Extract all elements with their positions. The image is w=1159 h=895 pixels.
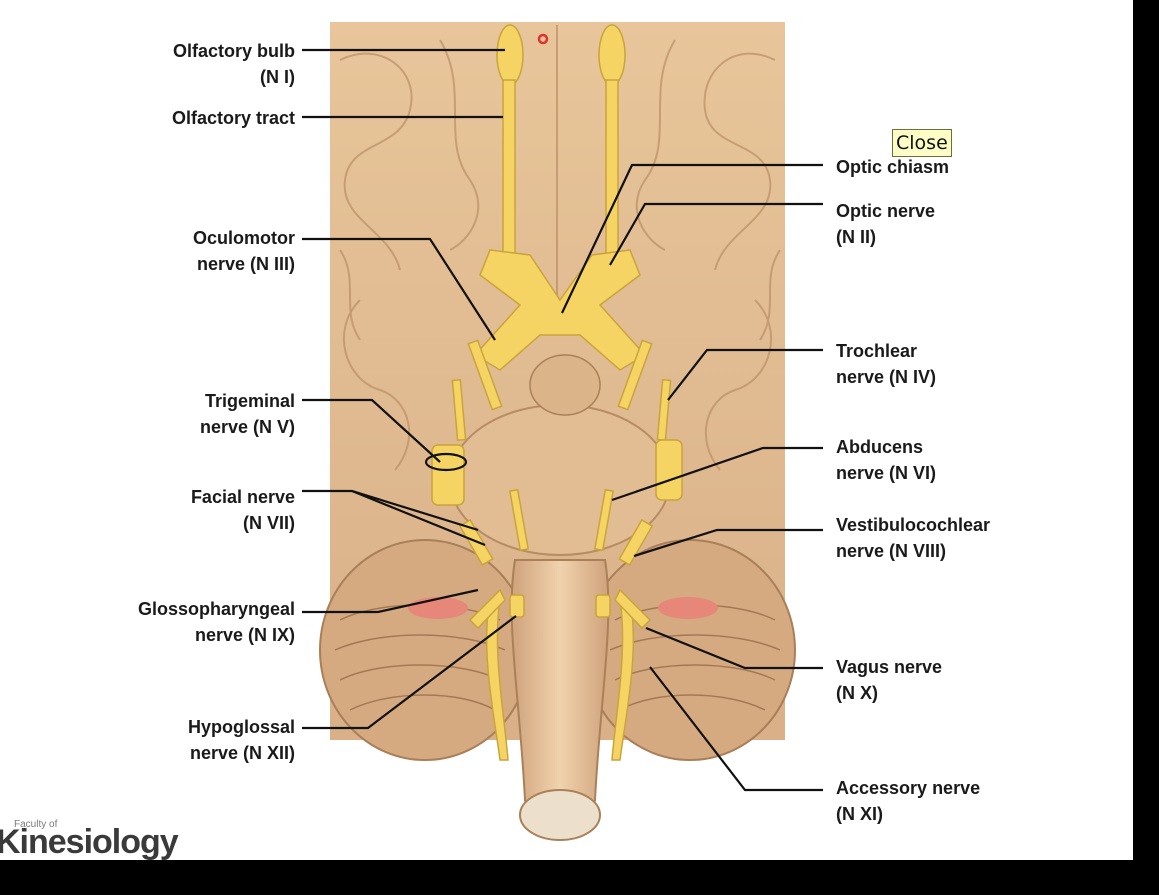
gyri — [339, 25, 781, 471]
pointer-marker — [537, 33, 549, 45]
label-olfactory-tract: Olfactory tract — [171, 108, 295, 128]
close-tooltip[interactable]: Close — [892, 129, 952, 157]
label-optic-nerve: Optic nerve(N II) — [836, 201, 936, 247]
logo-main-text: Kinesiology — [0, 823, 179, 860]
slide: Olfactory bulb(N I) Olfactory tract Ocul… — [0, 0, 1133, 860]
black-border-bottom — [0, 860, 1159, 895]
faculty-logo: Faculty of Kinesiology — [0, 815, 179, 860]
label-vagus-nerve: Vagus nerve(N X) — [836, 657, 943, 703]
black-border-right — [1133, 0, 1159, 895]
label-accessory-nerve: Accessory nerve(N XI) — [836, 778, 981, 824]
logo-small-text: Faculty of — [14, 819, 58, 830]
medulla — [510, 559, 610, 824]
label-olfactory-bulb: Olfactory bulb(N I) — [172, 41, 295, 87]
label-facial-nerve: Facial nerve(N VII) — [190, 487, 295, 533]
leader-lines — [302, 48, 823, 792]
optic-chiasm-shape — [473, 249, 647, 371]
nerve-roots — [431, 339, 683, 761]
label-optic-chiasm: Optic chiasm — [836, 157, 950, 177]
brain-base-illustration — [302, 22, 823, 841]
